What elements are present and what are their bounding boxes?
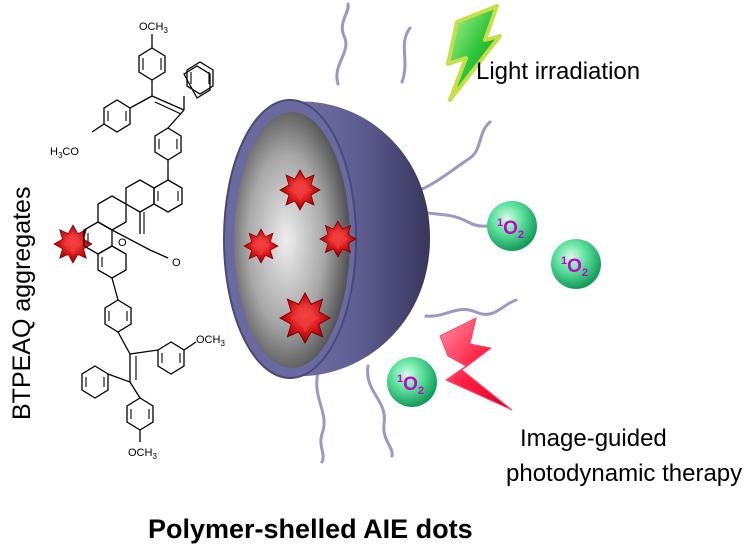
svg-text:1O2: 1O2: [497, 217, 524, 241]
methoxy-left-label: H3CO: [50, 146, 79, 160]
singlet-oxygen-sphere-3: 1O2: [387, 357, 437, 407]
aggregate-in-core-4: [279, 292, 331, 344]
aggregate-in-core-3: [319, 220, 357, 258]
svg-text:1O2: 1O2: [397, 373, 424, 397]
light-bolt-icon: [446, 4, 502, 102]
btpeaq-structure: OCH3 H3CO O: [50, 21, 225, 461]
carbonyl-oxygen-2: O: [172, 257, 181, 269]
singlet-oxygen-sphere-2: 1O2: [551, 239, 601, 289]
svg-text:1O2: 1O2: [561, 255, 588, 279]
methoxy-right-label: OCH3: [196, 334, 225, 348]
aggregate-in-core-2: [243, 228, 279, 264]
therapy-bolt-icon: [439, 317, 513, 411]
carbonyl-oxygen-1: O: [118, 237, 127, 249]
methoxy-bottom-label: OCH3: [128, 447, 157, 461]
singlet-oxygen-sphere-1: 1O2: [487, 201, 537, 251]
aggregate-in-core-1: [279, 169, 321, 211]
therapy-label-line2: photodynamic therapy: [506, 460, 742, 487]
light-irradiation-label: Light irradiation: [476, 58, 640, 85]
vertical-title: BTPEAQ aggregates: [8, 187, 36, 420]
polymer-shelled-aie-dot: [223, 99, 430, 379]
methoxy-top-label: OCH3: [139, 21, 168, 35]
aggregate-particle-icon: [53, 224, 93, 264]
figure-caption: Polymer-shelled AIE dots: [148, 514, 473, 544]
therapy-label-line1: Image-guided: [520, 425, 667, 452]
